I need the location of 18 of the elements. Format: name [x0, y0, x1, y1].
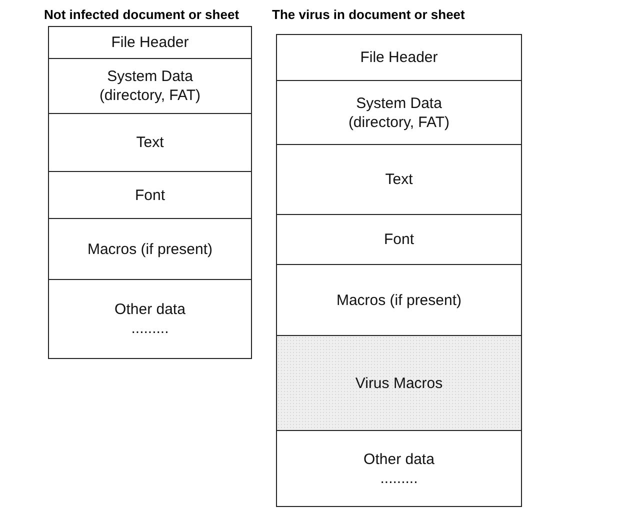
column-heading: Not infected document or sheet — [44, 6, 240, 24]
shaded-table-row — [277, 336, 521, 431]
row-text: Text — [385, 170, 413, 189]
row-text: Virus Macros — [355, 374, 443, 392]
row-text: Other data — [114, 300, 186, 319]
row-text: Other data — [364, 450, 434, 468]
ellipsis-text: ......... — [380, 468, 418, 488]
row-text: System Data (directory, FAT) — [98, 67, 202, 105]
column-heading: The virus in document or sheet — [272, 6, 466, 24]
row-text: Macros (if present) — [336, 290, 462, 310]
row-text: Font — [384, 230, 414, 249]
row-text: File Header — [111, 33, 189, 52]
ellipsis-text: ......... — [131, 319, 169, 338]
row-text: System Data (directory, FAT) — [347, 94, 451, 132]
row-text: File Header — [360, 48, 438, 67]
row-text: Text — [136, 133, 164, 152]
row-text: Font — [134, 186, 165, 204]
row-text: Macros (if present) — [87, 240, 213, 258]
